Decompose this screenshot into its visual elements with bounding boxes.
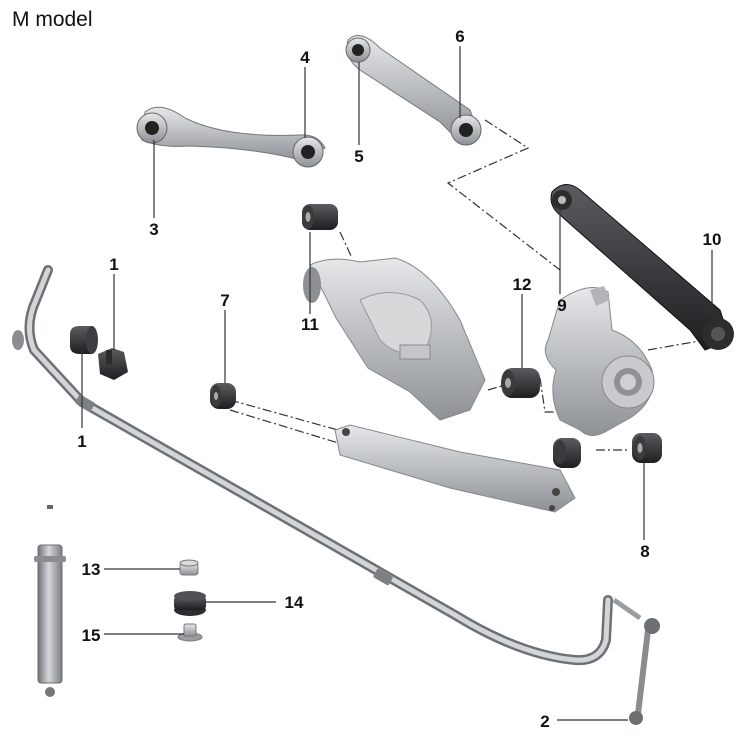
callout-11: 11 — [301, 315, 319, 334]
callout-8: 8 — [640, 542, 649, 561]
mount-part-14 — [174, 591, 206, 616]
callout-4: 4 — [300, 48, 310, 67]
wheel-carrier — [544, 286, 655, 436]
callout-13: 13 — [82, 560, 101, 579]
leader-lines — [81, 46, 713, 721]
callout-5: 5 — [354, 147, 363, 166]
bushing-part-12 — [501, 368, 540, 398]
control-arm-part-5-6 — [345, 35, 482, 146]
callout-9: 9 — [557, 296, 566, 315]
mount-part-13 — [179, 559, 199, 576]
stabilizer-link-part-2 — [612, 597, 660, 725]
callout-15: 15 — [82, 626, 101, 645]
callout-7: 7 — [220, 291, 229, 310]
callout-1-upper: 1 — [109, 255, 118, 274]
diagram-title: M model — [12, 8, 93, 31]
stabilizer-bar — [12, 265, 613, 666]
assembly-lines — [229, 119, 706, 451]
mount-part-15 — [177, 623, 203, 642]
callout-numbers: 1 1 2 3 4 5 6 7 8 9 10 11 12 13 14 15 — [77, 27, 721, 731]
callout-3: 3 — [149, 220, 158, 239]
lower-wishbone — [303, 257, 486, 421]
bushing-part-7 — [210, 383, 236, 409]
control-arm-part-9-10 — [550, 184, 734, 351]
bushing-part-11 — [302, 204, 338, 230]
callout-12: 12 — [513, 275, 532, 294]
callout-2: 2 — [540, 712, 549, 731]
callout-6: 6 — [455, 27, 464, 46]
callout-1-lower: 1 — [77, 432, 86, 451]
callout-14: 14 — [285, 593, 304, 612]
tension-strut — [334, 424, 576, 513]
bushing-part-8 — [553, 433, 662, 468]
callout-10: 10 — [703, 230, 722, 249]
shock-absorber — [34, 492, 66, 720]
stabilizer-bushing-part-1 — [70, 326, 128, 380]
control-arm-part-3 — [136, 106, 326, 168]
